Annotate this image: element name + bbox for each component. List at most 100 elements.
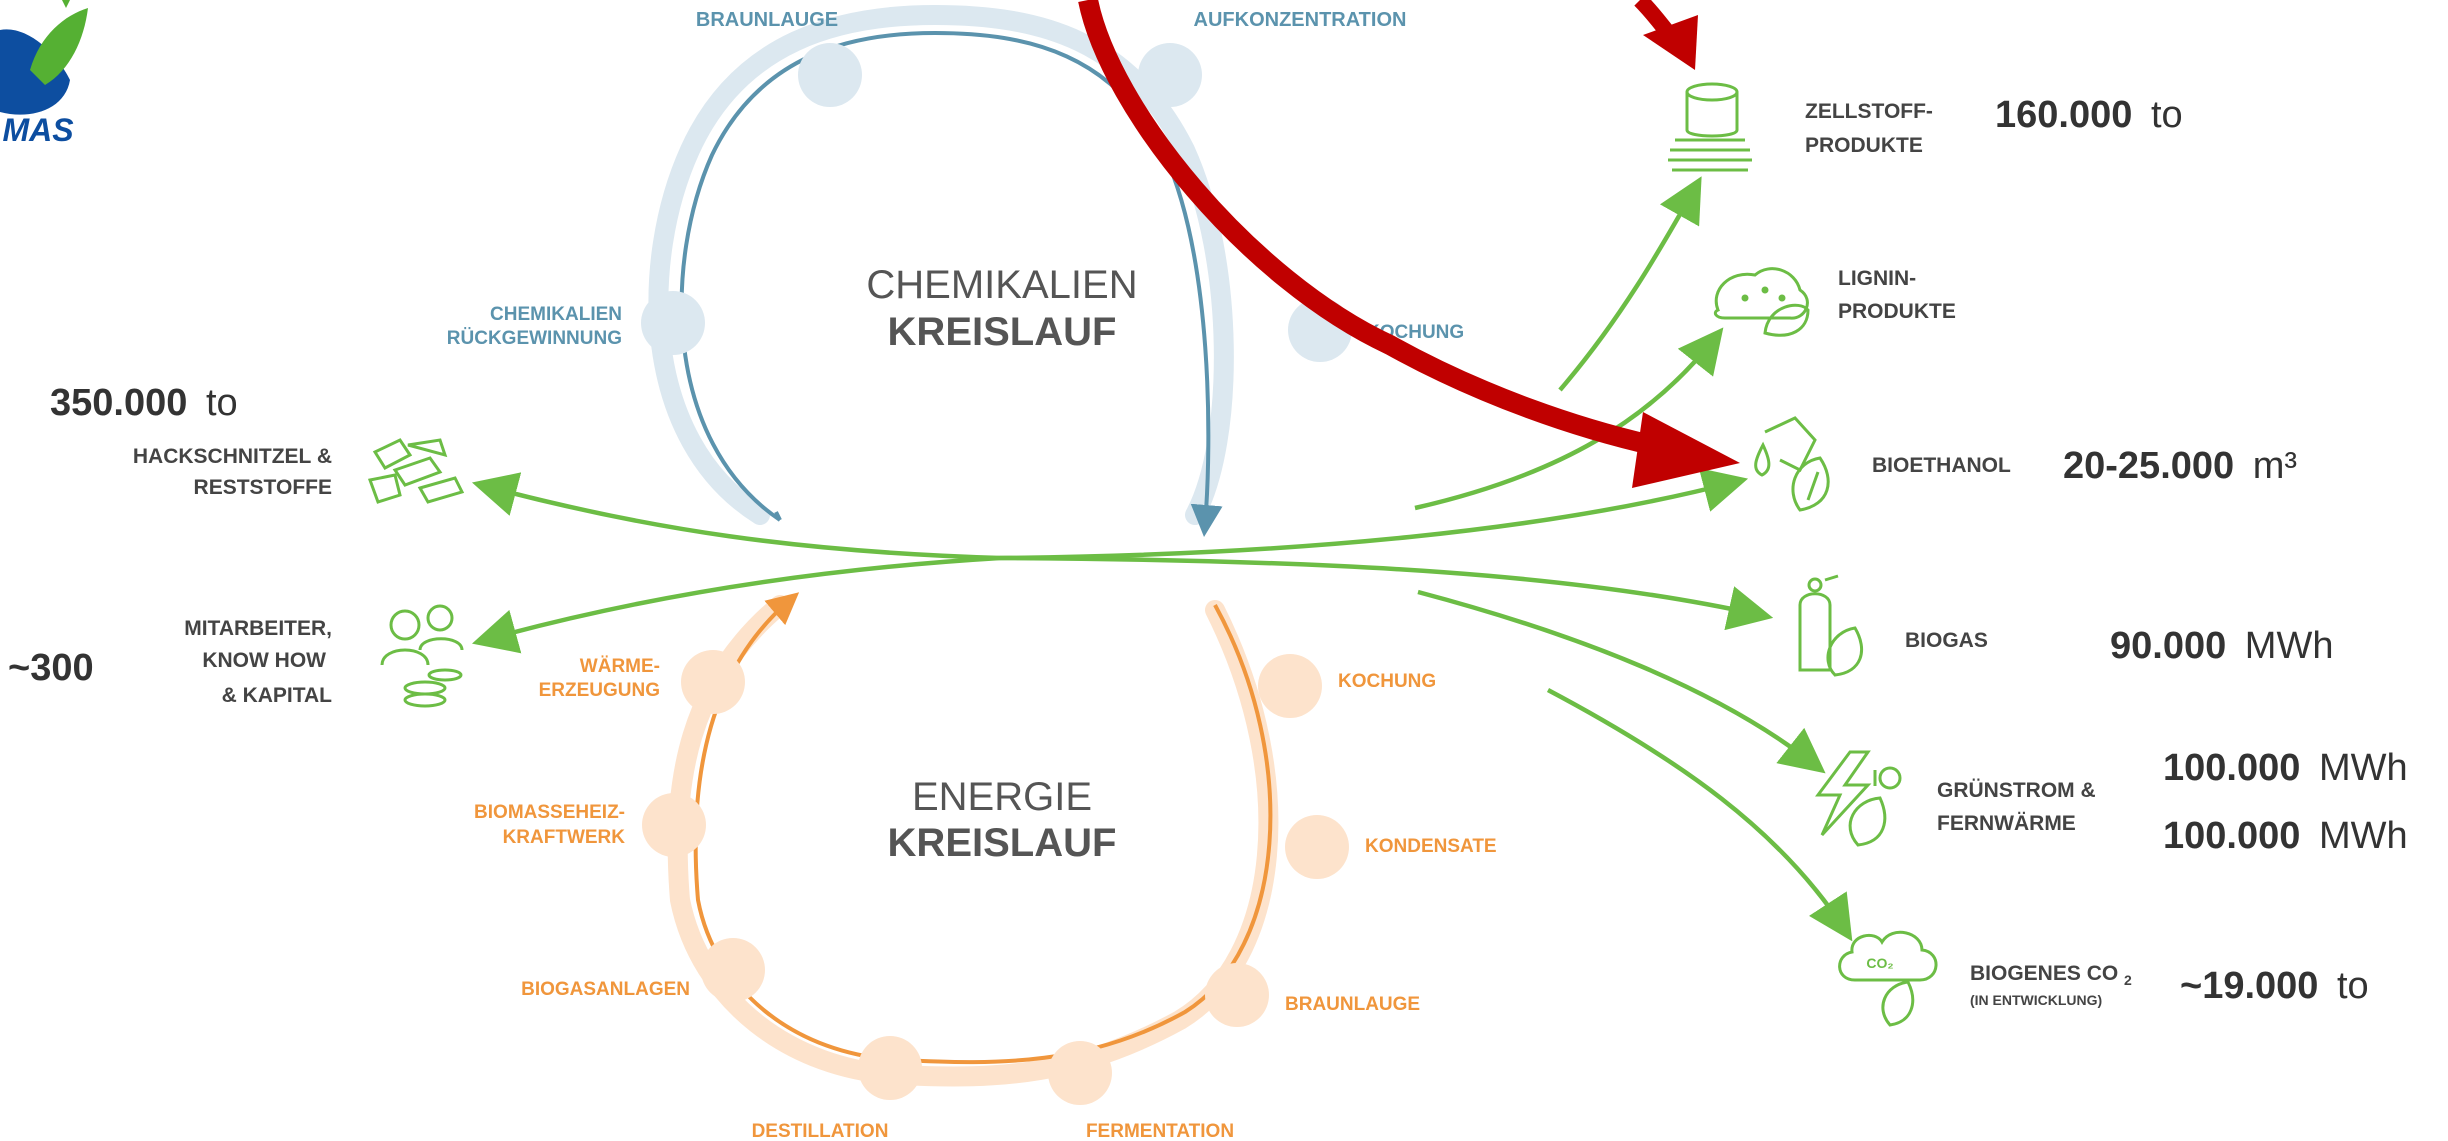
green-power-icon [1815,750,1902,847]
output-amount: 20-25.000 [2063,445,2234,487]
flow-to-biogas [999,555,1774,631]
output-amount: 100.000 [2163,815,2300,857]
stage-label: ERZEUGUNG [539,680,660,701]
flow-from-mitarbeiter [471,555,1001,654]
output-amount: ~19.000 [2180,965,2318,1007]
output-label: BIOETHANOL [1872,454,2011,477]
output-value: ~19.000 to [2180,965,2369,1007]
input-hackschnitzel: 350.000 to HACKSCHNITZEL & RESTSTOFFE [50,382,332,499]
stage-node [798,43,862,107]
bioethanol-pump-icon [1754,416,1830,512]
red-highlight-arrows [1078,0,1740,488]
flow-to-zellstoff [1558,176,1702,392]
energy-cycle: ENERGIE KREISLAUF WÄRME- ERZEUGUNG KOCHU… [474,592,1497,1141]
output-value: 20-25.000 m³ [2063,445,2297,487]
output-amount: 90.000 [2110,625,2226,667]
input-label: & KAPITAL [222,684,333,707]
stage-label: BIOGASANLAGEN [521,979,690,1000]
output-bioethanol: BIOETHANOL 20-25.000 m³ [1872,445,2297,487]
flow-to-lignin [1414,327,1724,511]
output-note: (IN ENTWICKLUNG) [1970,992,2102,1008]
stage-label: BRAUNLAUGE [696,9,838,31]
stage-label: AUFKONZENTRATION [1194,9,1407,31]
output-label: ZELLSTOFF- [1805,100,1933,123]
output-value: 90.000 MWh [2110,625,2333,667]
cycle-title: KREISLAUF [888,310,1117,354]
material-flows [471,176,1853,942]
output-amount: 160.000 [1995,94,2132,136]
output-value: 100.000 MWh [2163,747,2408,789]
stage-node [1258,654,1322,718]
flow-to-hackschnitzel [471,472,1001,561]
pulp-products-icon [1668,82,1752,172]
flow-to-bioethanol [999,468,1749,561]
output-unit: m³ [2253,445,2297,487]
company-logo: MAS [0,0,88,148]
stage-label: FERMENTATION [1086,1121,1234,1141]
output-label: BIOGAS [1905,629,1988,652]
stage-node [1138,43,1202,107]
stage-node [1285,815,1349,879]
output-co2: BIOGENES CO 2 (IN ENTWICKLUNG) ~19.000 t… [1970,962,2369,1008]
stage-label: CHEMIKALIEN [490,304,622,325]
red-arrow-to-bioethanol [1078,0,1668,458]
flow-to-co2 [1546,688,1853,942]
stage-label: BIOMASSEHEIZ- [474,802,625,823]
stage-label: BRAUNLAUGE [1285,994,1420,1015]
stage-node [642,793,706,857]
output-zellstoff: ZELLSTOFF- PRODUKTE 160.000 to [1805,94,2183,157]
input-amount: 350.000 [50,382,187,424]
co2-cloud-icon: CO₂ [1838,930,1938,1027]
output-unit: MWh [2245,625,2334,667]
output-label-main: BIOGENES CO [1970,962,2118,985]
stage-node [1205,963,1269,1027]
co2-icon-text: CO₂ [1866,955,1893,971]
cycle-title: KREISLAUF [888,821,1117,865]
stage-node [681,650,745,714]
output-unit: to [2151,94,2183,136]
output-lignin: LIGNIN- PRODUKTE [1838,267,1956,323]
output-unit: MWh [2319,747,2408,789]
stage-node [858,1036,922,1100]
stage-label: KONDENSATE [1365,836,1497,857]
output-label-sub: 2 [2124,972,2132,988]
cycle-title: ENERGIE [912,775,1092,819]
stage-node [701,938,765,1002]
output-value: 160.000 to [1995,94,2183,136]
flow-to-gruenstrom [1417,589,1826,774]
output-biogas: BIOGAS 90.000 MWh [1905,625,2333,667]
output-gruenstrom: GRÜNSTROM & FERNWÄRME 100.000 MWh 100.00… [1937,747,2408,857]
people-money-icon [380,604,464,708]
biogas-tank-icon [1798,574,1864,677]
input-label: RESTSTOFFE [194,476,332,499]
chemical-cycle: CHEMIKALIEN KREISLAUF BRAUNLAUGE AUFKONZ… [447,4,1464,537]
stage-label: KOCHUNG [1338,671,1436,692]
stage-node [1048,1041,1112,1105]
stage-label: RÜCKGEWINNUNG [447,328,622,349]
input-label: MITARBEITER, [184,617,332,640]
input-value: 350.000 to [50,382,238,424]
output-unit: MWh [2319,815,2408,857]
output-label: GRÜNSTROM & [1937,779,2096,802]
output-value: 100.000 MWh [2163,815,2408,857]
wood-chips-icon [367,438,465,504]
output-unit: to [2337,965,2369,1007]
input-label: HACKSCHNITZEL & [133,445,332,468]
cycle-title: CHEMIKALIEN [866,263,1137,307]
stage-node [641,291,705,355]
stage-label: KRAFTWERK [503,827,626,848]
output-label: BIOGENES CO 2 [1970,962,2132,988]
input-unit: to [206,382,238,424]
output-label: PRODUKTE [1838,300,1956,323]
output-label: PRODUKTE [1805,134,1923,157]
stage-label: WÄRME- [580,656,660,677]
input-mitarbeiter: ~300 MITARBEITER, KNOW HOW & KAPITAL [8,617,332,707]
lignin-products-icon [1713,267,1810,337]
input-label: KNOW HOW [202,649,326,672]
input-value: ~300 [8,647,94,689]
stage-label: DESTILLATION [752,1121,889,1141]
output-label: LIGNIN- [1838,267,1916,290]
output-label: FERNWÄRME [1937,812,2076,835]
logo-text: MAS [2,112,74,148]
